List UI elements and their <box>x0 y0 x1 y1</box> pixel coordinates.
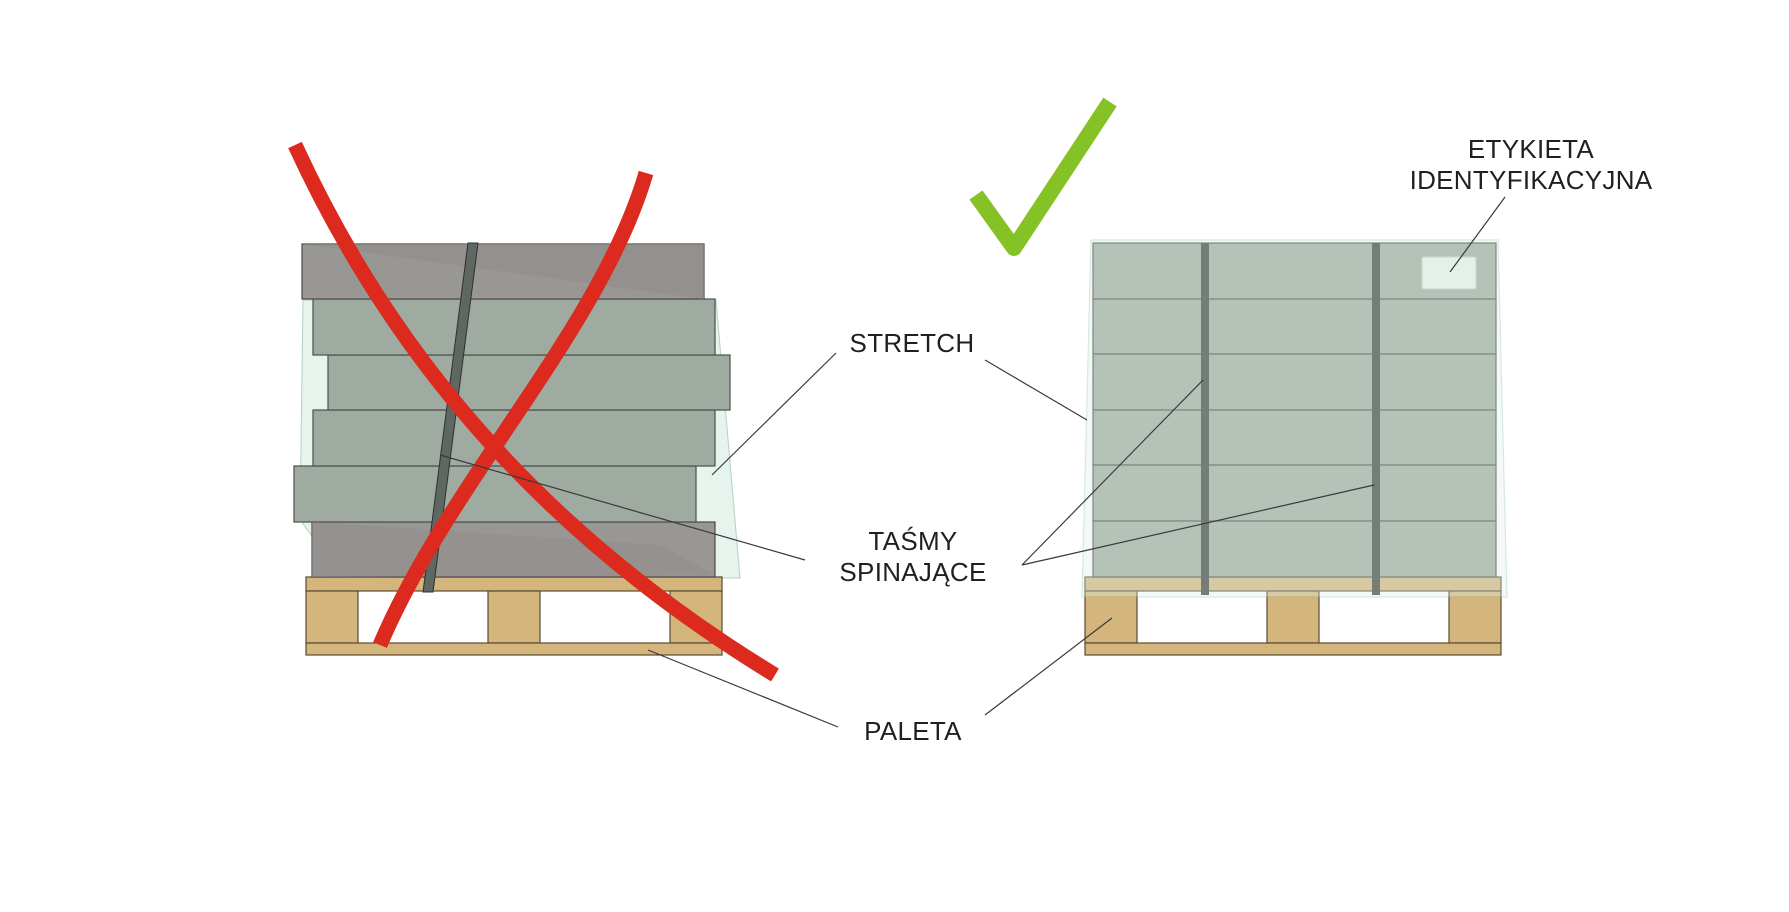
check-icon <box>969 97 1117 256</box>
id-label-line2: IDENTYFIKACYJNA <box>1410 165 1653 195</box>
stretch-label: STRETCH <box>850 328 975 358</box>
pallet-label: PALETA <box>864 716 962 746</box>
leader-lines <box>439 196 1506 728</box>
identification-label <box>1421 256 1477 290</box>
load-layers-misaligned <box>293 243 731 578</box>
strap-right <box>1372 243 1380 595</box>
cross-icon <box>288 141 779 682</box>
strap-slanted <box>422 242 479 593</box>
labels: STRETCH TAŚMY SPINAJĄCE PALETA ETYKIETA … <box>839 134 1652 746</box>
id-label-line1: ETYKIETA <box>1468 134 1595 164</box>
strapping-label-line2: SPINAJĄCE <box>839 557 986 587</box>
correct-pallet <box>969 97 1508 656</box>
load-layers-aligned <box>1092 242 1497 578</box>
strap-left <box>1201 243 1209 595</box>
stretch-film-tight <box>1081 239 1508 598</box>
pallet-right <box>1084 576 1502 656</box>
strapping-label-line1: TAŚMY <box>868 526 957 556</box>
incorrect-pallet <box>288 141 779 682</box>
